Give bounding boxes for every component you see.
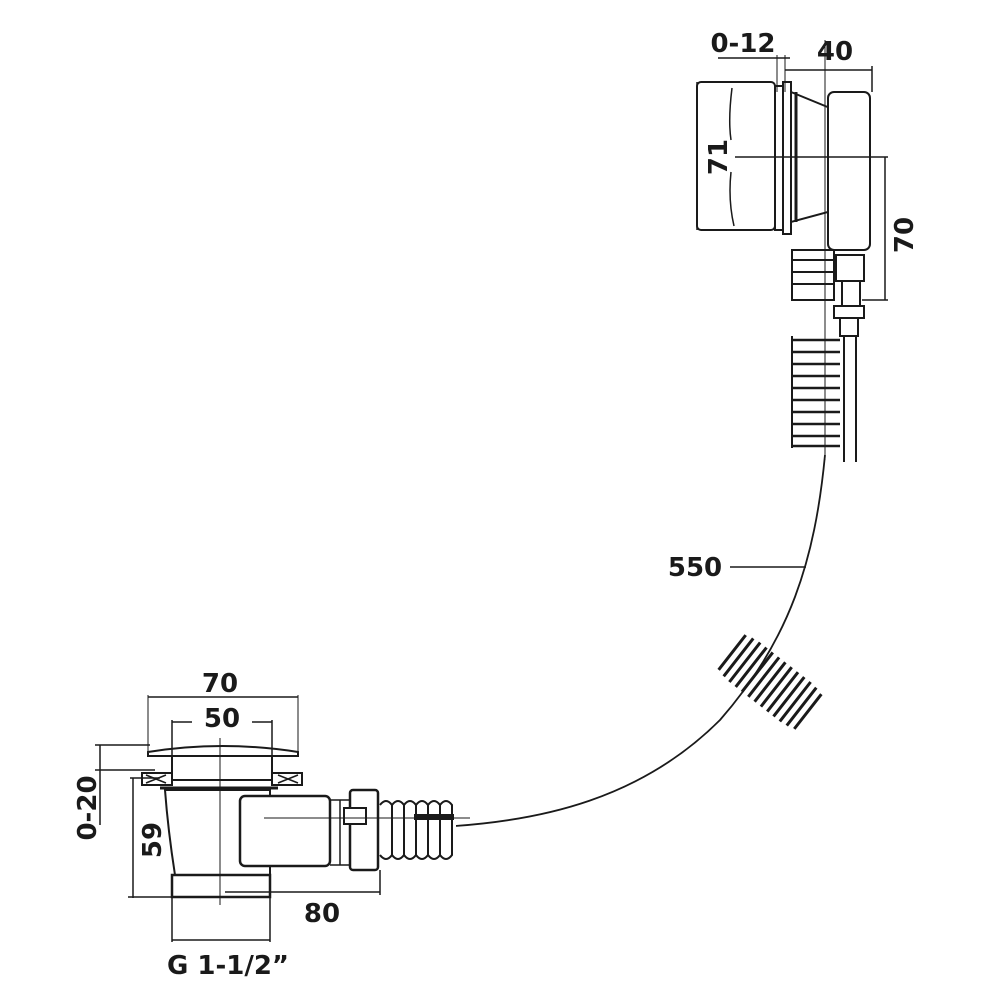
dim-cap-diameter: 70 xyxy=(202,669,238,699)
corrugated-neck xyxy=(791,249,835,301)
overflow-gasket xyxy=(774,85,784,231)
dim-thread-size: G 1-1/2” xyxy=(167,951,289,981)
waste-unit: 70 50 0-20 59 80 G 1-1/2” xyxy=(73,669,470,981)
dim-cover-diameter: 71 xyxy=(704,139,734,175)
overflow-body xyxy=(827,91,871,251)
hose-coils xyxy=(791,336,840,448)
dim-overflow-height: 70 xyxy=(890,217,920,253)
dim-waste-adjust: 0-20 xyxy=(73,775,103,840)
hose-nut xyxy=(348,788,380,872)
dim-outlet-offset: 80 xyxy=(304,899,340,929)
overflow-unit: 0-12 40 71 70 xyxy=(696,29,920,462)
cable-spring xyxy=(717,634,823,730)
waste-outlet-nut xyxy=(170,873,272,899)
dim-cable-length: 550 xyxy=(668,553,722,583)
dim-overflow-depth: 40 xyxy=(817,37,853,67)
dim-inner-diameter: 50 xyxy=(204,704,240,734)
waste-cap xyxy=(147,745,299,757)
bowden-cable: 550 xyxy=(454,454,826,827)
waste-corrugated-hose xyxy=(379,800,456,860)
dim-overflow-adjust: 0-12 xyxy=(710,29,775,59)
mechanism-box xyxy=(238,794,332,868)
nut xyxy=(835,254,865,282)
waste-gasket xyxy=(141,772,303,786)
dim-waste-height: 59 xyxy=(138,822,168,858)
